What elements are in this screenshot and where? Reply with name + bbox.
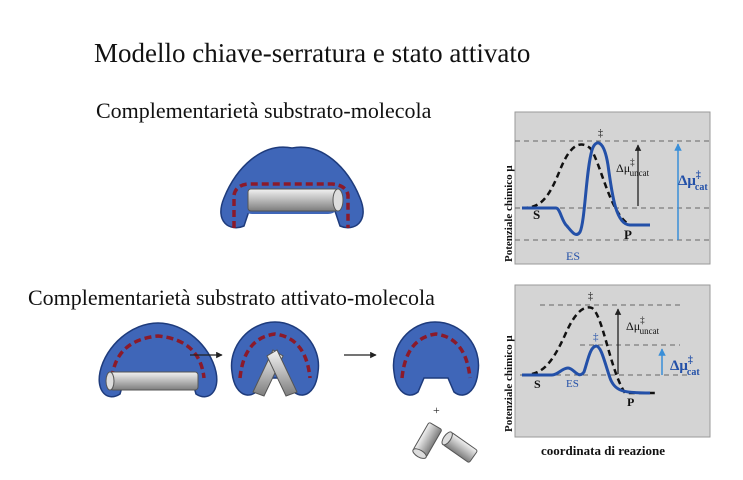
uncat-sup: ‡ bbox=[630, 157, 635, 167]
page-title: Modello chiave-serratura e stato attivat… bbox=[94, 38, 531, 68]
product-fragment-2 bbox=[441, 431, 478, 463]
product-fragment-1 bbox=[412, 422, 442, 459]
plus-sign: + bbox=[433, 403, 440, 417]
ts-symbol-cat: ‡ bbox=[593, 331, 599, 343]
cat-sub: cat bbox=[695, 182, 708, 193]
enzyme-substrate-complex bbox=[98, 322, 218, 398]
lock-key-enzyme bbox=[220, 146, 364, 229]
top-section-heading: Complementarietà substrato-molecola bbox=[96, 98, 432, 123]
ylabel-bottom: Potenziale chimico μ bbox=[503, 335, 515, 432]
energy-graph-bottom: ‡ ‡ S ES P Δμ‡uncat Δμ‡cat Potenziale ch… bbox=[503, 284, 711, 458]
uncat-sub: uncat bbox=[630, 168, 650, 178]
uncat-sub: uncat bbox=[640, 326, 660, 336]
label-es: ES bbox=[566, 378, 579, 390]
xlabel: coordinata di reazione bbox=[541, 443, 665, 458]
label-p: P bbox=[624, 227, 632, 242]
ts-symbol: ‡ bbox=[598, 128, 603, 139]
uncat-delta: Δμ bbox=[616, 161, 630, 175]
cat-label: Δμ‡cat bbox=[678, 170, 708, 193]
cat-sub: cat bbox=[687, 367, 700, 378]
catalyzed-curve bbox=[522, 344, 651, 395]
energy-graph-top: ‡ S ES P Δμ‡uncat Δμ‡cat Potenziale chim… bbox=[503, 111, 711, 265]
enzyme-bent-substrate bbox=[230, 321, 320, 397]
bottom-section-heading: Complementarietà substrato attivato-mole… bbox=[28, 285, 435, 310]
ts-symbol-uncat: ‡ bbox=[588, 291, 593, 302]
catalyzed-curve bbox=[522, 141, 650, 236]
label-s: S bbox=[533, 207, 540, 222]
uncat-sup: ‡ bbox=[640, 315, 645, 325]
uncatalyzed-curve bbox=[521, 306, 655, 395]
cat-delta: Δμ bbox=[678, 173, 696, 189]
label-es: ES bbox=[566, 249, 580, 263]
label-s: S bbox=[534, 377, 541, 391]
cat-sup: ‡ bbox=[688, 355, 693, 366]
cat-label: Δμ‡cat bbox=[670, 355, 700, 378]
uncat-label: Δμ‡uncat bbox=[626, 315, 660, 336]
uncat-delta: Δμ bbox=[626, 319, 640, 333]
label-p: P bbox=[627, 395, 634, 409]
enzyme-products-released: + bbox=[392, 321, 480, 463]
ylabel-top: Potenziale chimico μ bbox=[503, 165, 515, 262]
cat-sup: ‡ bbox=[696, 170, 701, 181]
cat-delta: Δμ bbox=[670, 358, 688, 374]
uncat-label: Δμ‡uncat bbox=[616, 157, 650, 178]
substrate-cylinder bbox=[247, 188, 344, 212]
uncatalyzed-curve bbox=[521, 143, 650, 227]
